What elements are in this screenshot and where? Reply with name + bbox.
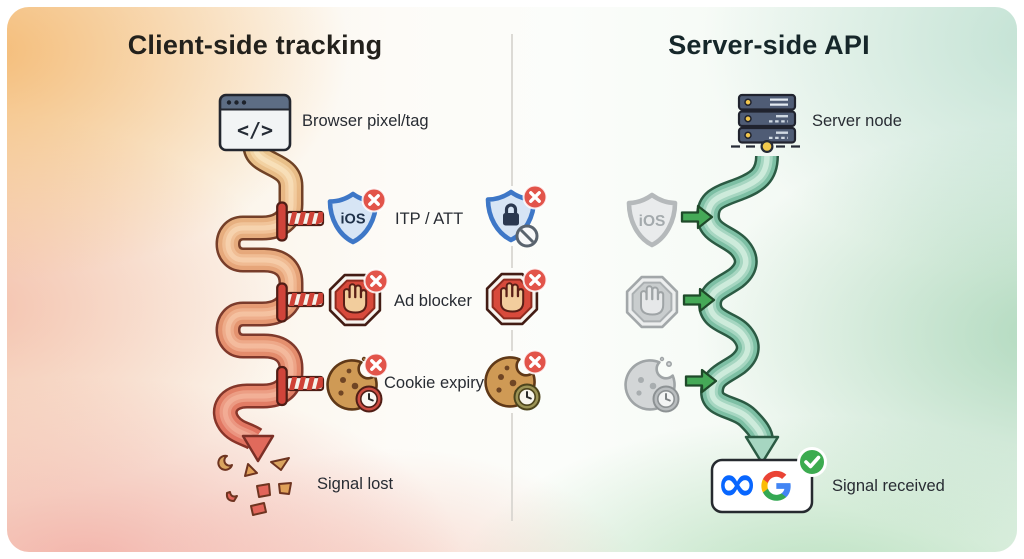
right-panel-title: Server-side API xyxy=(668,30,870,60)
server-rack-icon xyxy=(737,93,797,147)
cookie-expiry-label: Cookie expiry xyxy=(384,374,484,392)
itp-att-label: ITP / ATT xyxy=(395,210,464,228)
ad-blocker-hand-icon-center xyxy=(485,267,548,326)
ios-shield-icon: iOS xyxy=(327,187,387,245)
barrier-itp xyxy=(276,201,325,242)
ios-label: iOS xyxy=(341,212,366,228)
blocked-x-badge xyxy=(522,267,548,293)
lost-arrowhead xyxy=(241,434,275,463)
browser-pixel-label: Browser pixel/tag xyxy=(302,112,429,130)
crumbs-icon xyxy=(217,454,292,516)
pass-through-arrows xyxy=(680,204,718,394)
code-glyph: </> xyxy=(237,118,273,142)
blocked-x-badge xyxy=(522,184,548,210)
barrier-adblocker xyxy=(276,282,325,323)
pass-arrow-icon xyxy=(684,368,718,394)
server-signal-path xyxy=(695,155,780,465)
pass-arrow-icon xyxy=(680,204,714,230)
barrier-cookie xyxy=(276,365,325,407)
ad-blocker-hand-icon xyxy=(328,268,389,327)
prohibition-icon xyxy=(515,224,539,248)
left-panel-title: Client-side tracking xyxy=(127,30,383,60)
ad-blocker-hand-icon-gray xyxy=(625,275,679,329)
privacy-shield-lock-icon xyxy=(485,184,548,248)
cookie-expiry-icon-center xyxy=(484,349,548,411)
meta-logo: ∞ xyxy=(717,455,758,512)
signal-received-card: ∞ xyxy=(710,447,827,514)
ios-label: iOS xyxy=(639,213,666,230)
clock-icon xyxy=(513,383,541,411)
check-badge xyxy=(797,447,827,477)
blocked-x-badge xyxy=(522,349,548,375)
browser-pixel-icon: </> xyxy=(218,93,292,152)
blocked-x-badge xyxy=(361,187,387,213)
server-node-connector xyxy=(731,140,803,154)
clock-icon xyxy=(355,385,383,413)
server-node-label: Server node xyxy=(812,112,902,130)
blocked-x-badge xyxy=(363,352,389,378)
signal-received-label: Signal received xyxy=(832,477,945,495)
pass-arrow-icon xyxy=(682,287,716,313)
ios-shield-icon-gray: iOS xyxy=(626,192,678,248)
clock-icon xyxy=(652,385,680,413)
cookie-expiry-icon xyxy=(326,352,389,413)
blocked-x-badge xyxy=(363,268,389,294)
received-arrowhead xyxy=(744,435,780,465)
ad-blocker-label: Ad blocker xyxy=(394,292,472,310)
signal-lost-label: Signal lost xyxy=(317,475,394,493)
cookie-expiry-icon-gray xyxy=(624,356,680,413)
google-logo xyxy=(761,470,791,501)
